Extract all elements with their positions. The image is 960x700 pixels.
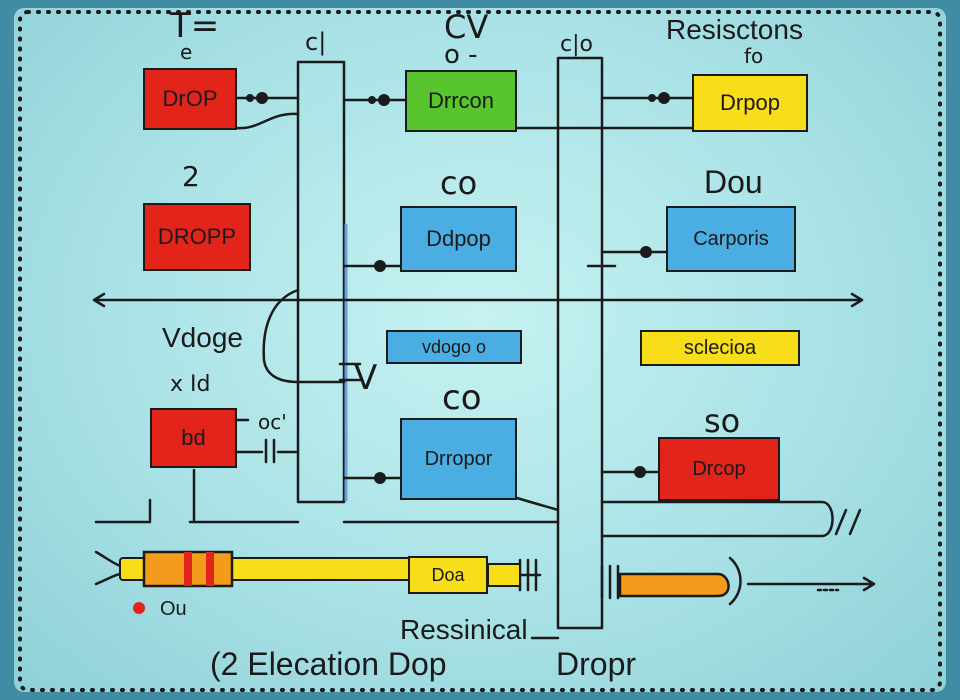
component-label: vdogo o — [421, 336, 487, 357]
arrow-right — [850, 292, 864, 308]
left-bus-rail — [296, 60, 346, 504]
component-label: sclecioa — [683, 336, 757, 359]
capacitor-left — [338, 362, 362, 382]
connector-dot — [648, 94, 656, 102]
component-sclecioa-yellow: sclecioa — [640, 330, 800, 366]
component-label: Drpop — [720, 90, 780, 115]
label-cv: CV — [444, 8, 489, 46]
component-doa-yellow: Doa — [408, 556, 488, 594]
connector-dot — [640, 246, 652, 258]
component-label: DROPP — [157, 224, 237, 249]
label-v: V — [354, 358, 378, 398]
component-drop-red: DrOP — [143, 68, 237, 130]
connector-dot — [658, 92, 670, 104]
orange-plug — [618, 572, 730, 598]
label-oc: oc' — [258, 410, 287, 434]
cable-right-hook — [728, 556, 742, 606]
coil-right — [600, 564, 620, 600]
component-label: bd — [181, 425, 206, 450]
component-label: Drcop — [692, 457, 746, 480]
label-cd: c| — [305, 28, 327, 56]
component-label: Drrcon — [427, 88, 494, 113]
resistor-band — [206, 552, 214, 586]
label-t-equals: T= — [170, 6, 220, 46]
label-resisctons: Resisctons — [666, 14, 803, 45]
connector-dot — [368, 96, 376, 104]
arrow-left — [92, 292, 106, 308]
connector-dot — [374, 472, 386, 484]
dotted-frame — [18, 10, 942, 692]
component-drropor-blue: Drropor — [400, 418, 517, 500]
component-drpop-yellow: Drpop — [692, 74, 808, 132]
component-label: DrOP — [162, 86, 218, 111]
component-drcop-red: Drcop — [658, 437, 780, 501]
label-e: e — [180, 40, 193, 64]
red-indicator-dot — [133, 602, 145, 614]
component-label: Drropor — [424, 447, 493, 470]
wire-left-loop — [262, 288, 346, 384]
label-o-dash: o - — [444, 40, 478, 70]
component-vdogo-blue: vdogo o — [386, 330, 522, 364]
label-vdoge: Vdoge — [162, 322, 243, 353]
wire-drropor-out — [515, 496, 560, 512]
wire-drop-top-lower — [235, 112, 300, 130]
wire-bd-drop — [148, 468, 196, 522]
label-resisnical: Ressinical — [400, 614, 528, 645]
component-ddpop-blue: Ddpop — [400, 206, 517, 272]
wire-bd-cap — [235, 418, 300, 464]
label-two: 2 — [182, 160, 200, 193]
label-x-id: x Id — [170, 372, 211, 397]
component-carporis-blue: Carporis — [666, 206, 796, 272]
label-elecation: (2 Elecation Dop — [210, 646, 447, 682]
label-co-mid: co — [440, 164, 478, 202]
label-c-o: c|o — [560, 32, 593, 57]
label-co-low: co — [442, 378, 482, 418]
connector-dot — [378, 94, 390, 106]
wire-right-loop — [600, 500, 834, 538]
label-dou: Dou — [704, 164, 763, 200]
label-fo: fo — [744, 44, 764, 68]
component-label: Doa — [431, 564, 465, 585]
resistor-band — [184, 552, 192, 586]
component-label: Ddpop — [426, 226, 491, 251]
wire-right-ticks — [834, 508, 862, 536]
output-arrow — [862, 576, 876, 592]
connector-dot — [374, 260, 386, 272]
connector-dot — [246, 94, 254, 102]
right-bus-rail — [556, 56, 604, 630]
label-so: so — [704, 402, 741, 440]
component-dropp-red: DROPP — [143, 203, 251, 271]
label-ou: Ou — [160, 598, 187, 620]
component-bd-red: bd — [150, 408, 237, 468]
label-dropr: Dropr — [556, 646, 637, 682]
component-label: Carporis — [693, 227, 769, 250]
connector-dot — [634, 466, 646, 478]
component-drrcon-green: Drrcon — [405, 70, 517, 132]
connector-dot — [256, 92, 268, 104]
yellow-cable-stub — [487, 563, 521, 587]
